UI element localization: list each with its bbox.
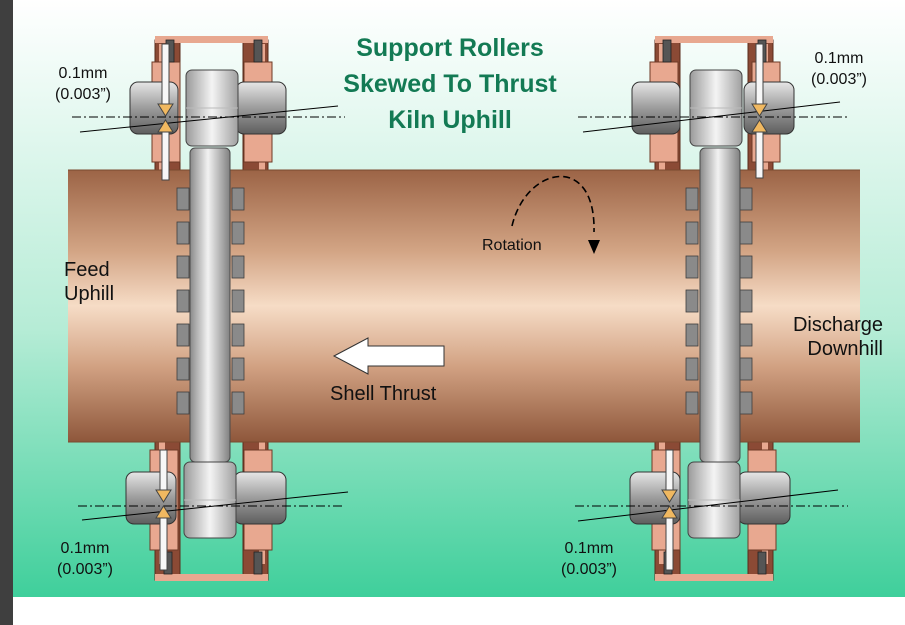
bearing-housing (631, 81, 681, 135)
title-line-1: Support Rollers (356, 34, 544, 62)
rotation-label: Rotation (482, 237, 542, 254)
offset-arrows-bottom-right (661, 449, 678, 571)
background-left-bar (0, 0, 13, 625)
rotation-arrow (511, 175, 595, 233)
measurement-inch: (0.003”) (54, 86, 112, 103)
bearing-housing (233, 471, 287, 525)
roller-assembly-bottom-right (629, 449, 791, 551)
title-line-3: Kiln Uphill (388, 106, 512, 134)
skew-line-bottom-left (81, 491, 349, 521)
measurement-mm: 0.1mm (58, 65, 108, 82)
measurement-inch: (0.003”) (56, 561, 114, 578)
offset-arrows-bottom-left (155, 449, 172, 571)
skew-line-top-left (79, 105, 339, 133)
measurement-inch: (0.003”) (560, 561, 618, 578)
skew-line-bottom-right (577, 489, 839, 522)
skew-line-top-right (582, 101, 841, 133)
title-line-2: Skewed To Thrust (343, 70, 557, 98)
tyre-blocks-right (685, 187, 753, 415)
offset-arrows-top-left (157, 43, 174, 181)
measurement-bottom-right: 0.1mm (0.003”) (548, 538, 630, 580)
roller-assembly-top-right (631, 61, 795, 163)
discharge-label-line-1: Discharge (792, 314, 883, 336)
feed-label-line-2: Uphill (64, 283, 115, 305)
measurement-inch: (0.003”) (810, 71, 868, 88)
roller-assembly-bottom-left (125, 449, 287, 551)
measurement-mm: 0.1mm (60, 540, 110, 557)
offset-arrows (155, 43, 768, 571)
feed-label: Feed Uphill (64, 258, 114, 306)
feed-label-line-1: Feed (64, 259, 110, 281)
shell-thrust-label: Shell Thrust (330, 383, 437, 405)
shell-thrust-arrow (332, 337, 445, 375)
discharge-label-line-2: Downhill (807, 338, 883, 360)
measurement-mm: 0.1mm (814, 50, 864, 67)
tyre-right (699, 147, 741, 463)
tyre-blocks-left (176, 187, 245, 415)
bearing-housing (235, 81, 287, 135)
skew-lines (72, 101, 848, 522)
diagram-title: Support Rollers Skewed To Thrust Kiln Up… (300, 30, 600, 138)
measurement-mm: 0.1mm (564, 540, 614, 557)
measurement-top-right: 0.1mm (0.003”) (798, 48, 880, 90)
measurement-top-left: 0.1mm (0.003”) (42, 63, 124, 105)
rotation-arrowhead (588, 240, 600, 254)
tyre-left (189, 147, 231, 463)
bearing-housing (737, 471, 791, 525)
offset-arrows-top-right (751, 43, 768, 179)
measurement-bottom-left: 0.1mm (0.003”) (44, 538, 126, 580)
discharge-label: Discharge Downhill (763, 313, 883, 361)
